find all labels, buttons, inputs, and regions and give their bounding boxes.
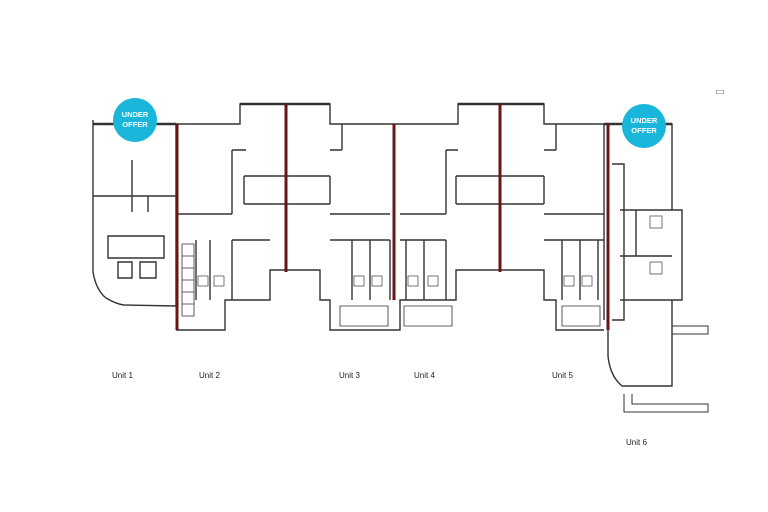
badge-line-1: UNDER <box>630 115 658 125</box>
fixture <box>581 275 593 287</box>
unit-1-inner-wall <box>93 160 176 212</box>
unit-6-label: Unit 6 <box>626 438 647 447</box>
fixture <box>197 275 209 287</box>
fixture <box>563 275 575 287</box>
badge-line-1: UNDER <box>121 109 149 119</box>
unit-3-label: Unit 3 <box>339 371 360 380</box>
unit-1-outline <box>92 120 177 307</box>
central-block-bottom <box>176 269 604 331</box>
unit-6-terrace <box>623 325 709 413</box>
stair-4 <box>403 305 453 327</box>
fixture <box>649 215 663 229</box>
under-offer-badge-unit-6: UNDER OFFER <box>622 104 666 148</box>
stair-2 <box>181 243 195 317</box>
corner-mark-icon <box>716 90 724 94</box>
top-wall-strokes <box>93 102 672 126</box>
badge-line-2: OFFER <box>122 120 148 129</box>
unit-6-inner <box>612 163 672 321</box>
under-offer-badge-unit-1: UNDER OFFER <box>113 98 157 142</box>
badge-line-2: OFFER <box>631 126 657 135</box>
fixture <box>427 275 439 287</box>
fixture <box>649 261 663 275</box>
unit-1-stair <box>107 235 165 259</box>
unit-1-lift <box>117 261 157 279</box>
interior-walls <box>176 124 604 300</box>
unit-2-label: Unit 2 <box>199 371 220 380</box>
central-block-outline <box>176 103 605 320</box>
unit-4-label: Unit 4 <box>414 371 435 380</box>
stair-3 <box>339 305 389 327</box>
fixture <box>407 275 419 287</box>
unit-1-label: Unit 1 <box>112 371 133 380</box>
fixture <box>353 275 365 287</box>
fixture <box>371 275 383 287</box>
unit-6-outline <box>604 123 683 387</box>
unit-5-label: Unit 5 <box>552 371 573 380</box>
stair-5 <box>561 305 601 327</box>
fixture <box>213 275 225 287</box>
